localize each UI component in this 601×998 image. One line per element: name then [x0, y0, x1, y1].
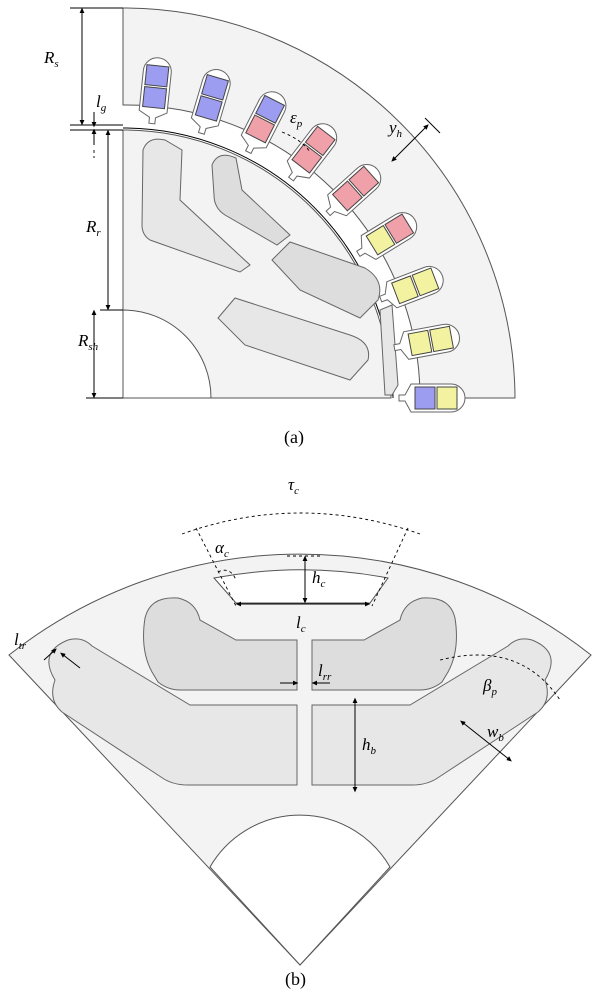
coil-side — [201, 74, 230, 101]
label-tc: τc — [288, 475, 299, 497]
rotor-barrier-lower — [217, 297, 370, 381]
label-lg: lg — [96, 92, 107, 114]
rotor-barrier-right — [271, 241, 381, 319]
stator-slot — [190, 69, 231, 135]
label-wb: wb — [487, 722, 504, 744]
label-lc: lc — [296, 613, 306, 635]
figure-a: Rs lg Rr Rsh εp yh (a) — [43, 7, 516, 448]
coil-side — [407, 329, 433, 357]
barrier-left-outer — [48, 638, 298, 786]
coil-side — [245, 114, 276, 144]
label-hc: hc — [312, 568, 326, 590]
barrier-right-inner — [311, 597, 457, 691]
coil-side — [304, 125, 336, 157]
caption-a: (a) — [284, 427, 304, 448]
coil-side — [348, 165, 380, 197]
barrier-left-inner — [143, 597, 298, 691]
coil-side — [255, 94, 286, 124]
coil-side — [384, 213, 415, 245]
coil-side — [429, 325, 454, 353]
label-rs: Rs — [43, 48, 59, 70]
coil-side — [331, 180, 363, 212]
coil-side — [142, 86, 168, 110]
rotor-barrier-inner — [211, 154, 291, 246]
coil-side — [291, 143, 323, 174]
coil-side — [144, 64, 170, 88]
label-rsh: Rsh — [77, 331, 99, 353]
coil-side — [436, 386, 458, 410]
stator-slot — [393, 323, 460, 360]
label-ep: εp — [290, 108, 303, 130]
coil-side — [365, 224, 396, 256]
stator-slot — [138, 57, 172, 125]
rotor-barrier-outer — [141, 138, 251, 273]
shaft — [122, 309, 212, 399]
figure-b: τc αc hc lc ltr lrr βp wb hb (b) — [8, 475, 592, 990]
barrier-right-outer — [311, 638, 552, 786]
label-lrr: lrr — [318, 661, 332, 683]
rotor-barrier-right-edge — [379, 304, 399, 396]
pole-notch — [213, 569, 389, 604]
stator-slot — [398, 383, 466, 413]
stator-slot — [325, 164, 382, 217]
stator-slot — [378, 265, 444, 309]
label-ac: αc — [215, 538, 229, 560]
coil-side — [411, 267, 440, 297]
coil-side — [194, 95, 223, 122]
coil-side — [414, 386, 436, 410]
stator-slot — [240, 91, 287, 155]
label-bp: βp — [482, 676, 497, 698]
label-ltr: ltr — [14, 630, 27, 652]
label-hb: hb — [362, 735, 377, 757]
caption-b: (b) — [285, 969, 306, 990]
stator-slot — [286, 123, 338, 182]
label-yh: yh — [387, 118, 403, 140]
coil-side — [391, 275, 419, 305]
label-rr: Rr — [85, 217, 101, 239]
shaft-cut — [209, 814, 391, 966]
stator-slots — [138, 57, 466, 413]
stator-slot — [356, 212, 418, 261]
